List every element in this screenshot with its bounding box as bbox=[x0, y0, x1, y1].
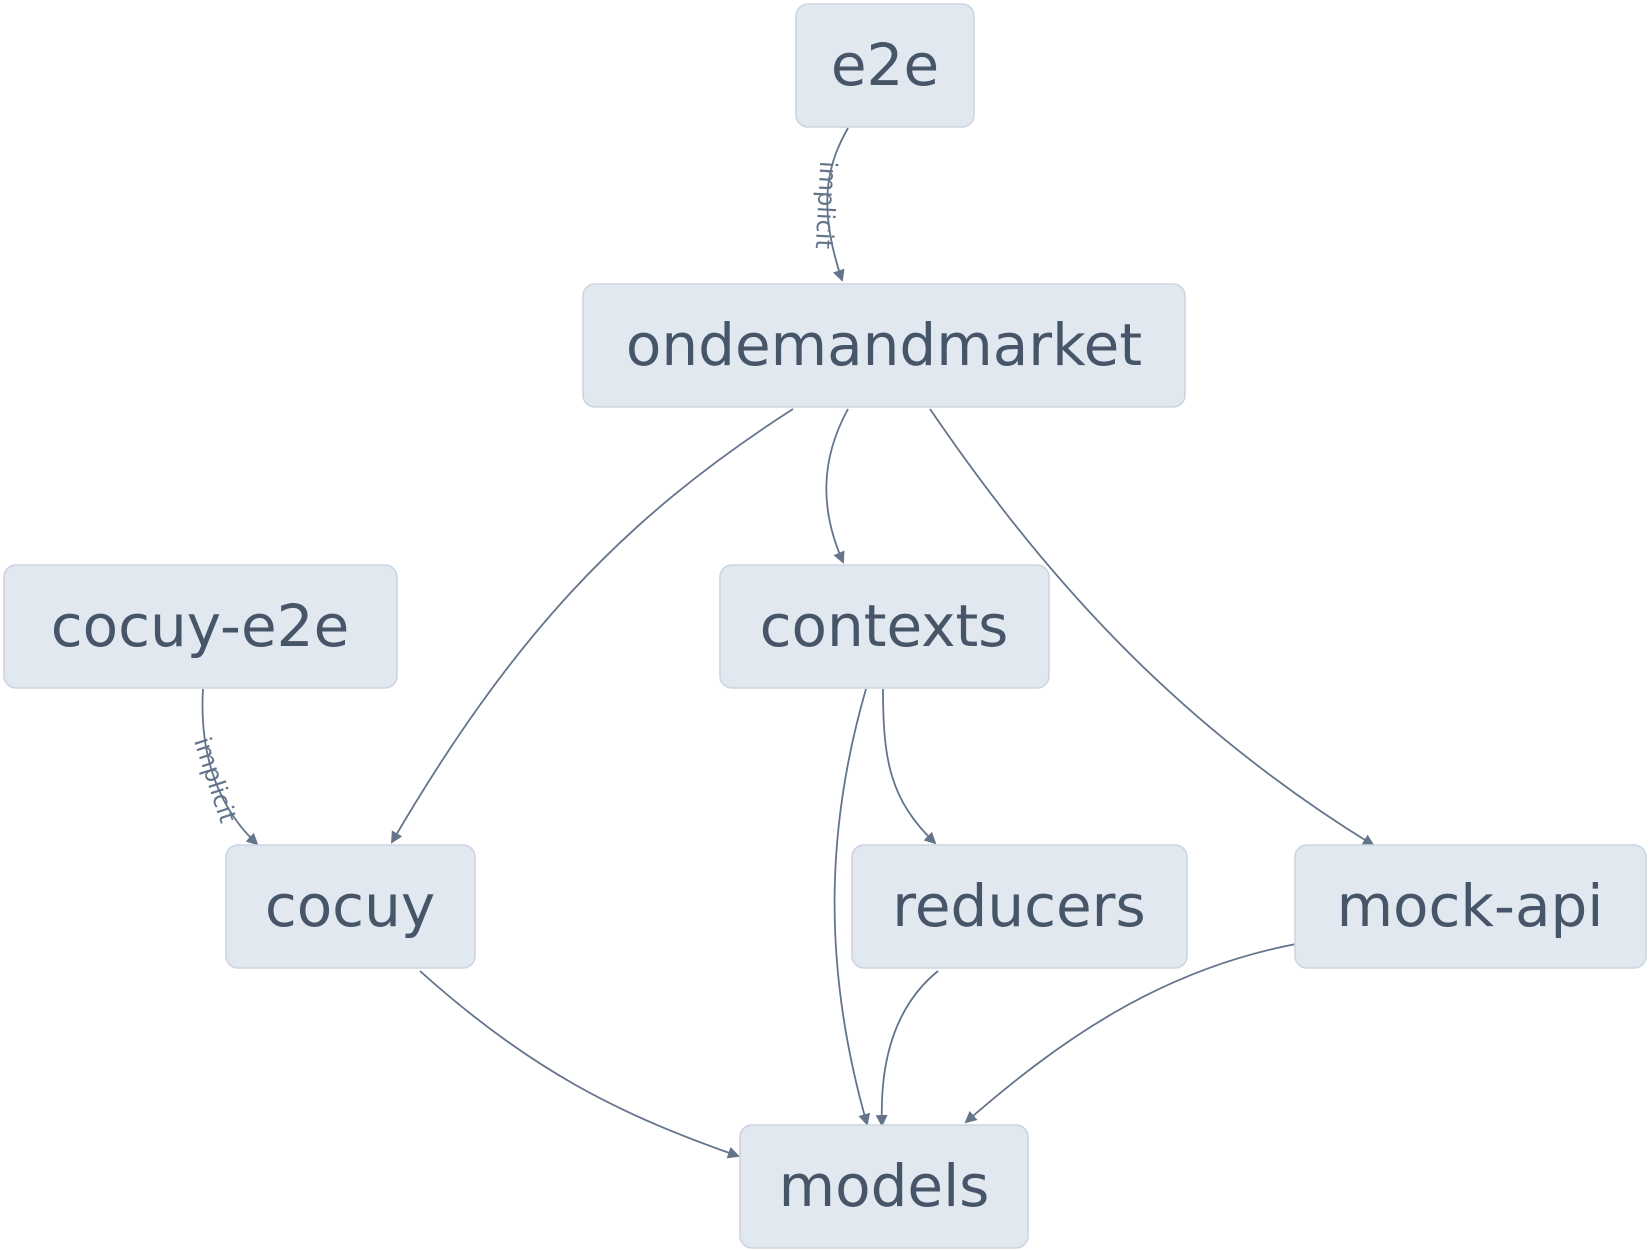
node-box-reducers bbox=[851, 844, 1188, 969]
node-label-e2e: e2e bbox=[831, 31, 939, 99]
node-cocuy-e2e[interactable]: cocuy-e2e bbox=[3, 564, 398, 689]
node-label-contexts: contexts bbox=[760, 592, 1009, 660]
edge-label-cocuy-e2e-to-cocuy: implicit bbox=[188, 734, 242, 826]
edge-contexts-to-models bbox=[833, 688, 871, 1126]
edge-ondemandmarket-to-cocuy bbox=[390, 408, 794, 844]
edge-cocuy-e2e-to-cocuy bbox=[201, 688, 259, 846]
node-box-e2e bbox=[795, 3, 975, 128]
edge-ondemandmarket-to-mock-api bbox=[929, 408, 1375, 847]
nodes-layer: e2e ondemandmarket cocuy-e2e contexts co… bbox=[3, 3, 1647, 1249]
edge-cocuy-to-models bbox=[419, 970, 740, 1159]
node-label-mock-api: mock-api bbox=[1337, 872, 1604, 940]
edge-reducers-to-models bbox=[875, 970, 939, 1127]
node-label-cocuy: cocuy bbox=[265, 872, 435, 940]
node-box-cocuy bbox=[225, 844, 476, 969]
node-mock-api[interactable]: mock-api bbox=[1294, 844, 1647, 969]
node-contexts[interactable]: contexts bbox=[719, 564, 1050, 689]
node-e2e[interactable]: e2e bbox=[795, 3, 975, 128]
node-box-cocuy-e2e bbox=[3, 564, 398, 689]
edge-contexts-to-reducers bbox=[882, 688, 937, 845]
node-box-ondemandmarket bbox=[582, 283, 1186, 408]
node-label-reducers: reducers bbox=[892, 872, 1145, 940]
node-models[interactable]: models bbox=[739, 1124, 1029, 1249]
edge-mock-api-to-models bbox=[964, 943, 1297, 1124]
node-label-models: models bbox=[779, 1152, 990, 1220]
node-ondemandmarket[interactable]: ondemandmarket bbox=[582, 283, 1186, 408]
node-label-ondemandmarket: ondemandmarket bbox=[626, 311, 1142, 379]
edge-label-e2e-to-ondemandmarket: implicit bbox=[810, 160, 843, 249]
node-cocuy[interactable]: cocuy bbox=[225, 844, 476, 969]
node-label-cocuy-e2e: cocuy-e2e bbox=[51, 592, 350, 660]
node-box-models bbox=[739, 1124, 1029, 1249]
edge-ondemandmarket-to-contexts bbox=[825, 408, 849, 564]
node-reducers[interactable]: reducers bbox=[851, 844, 1188, 969]
node-box-mock-api bbox=[1294, 844, 1647, 969]
node-box-contexts bbox=[719, 564, 1050, 689]
edge-e2e-to-ondemandmarket bbox=[826, 127, 849, 282]
